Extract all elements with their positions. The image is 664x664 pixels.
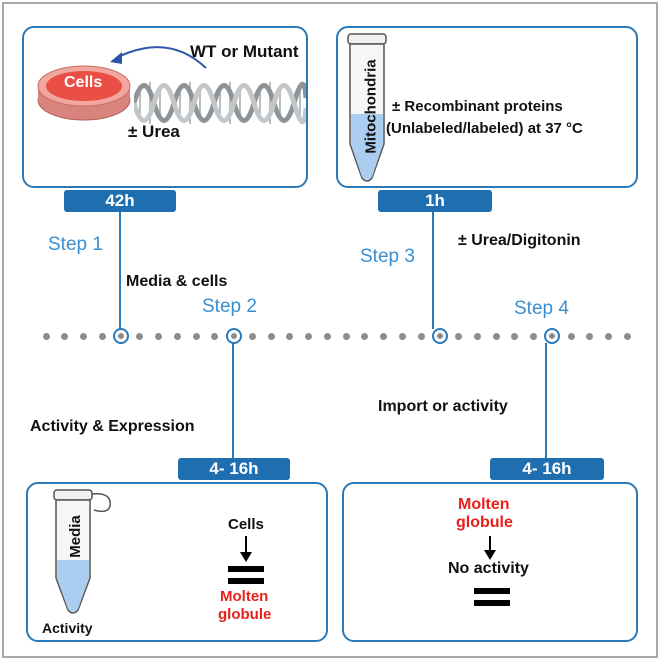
timeline-dot	[417, 332, 425, 340]
timeline-node	[431, 328, 448, 344]
step-2-label: Step 2	[202, 296, 257, 317]
timeline-dot	[173, 332, 181, 340]
timeline-dot	[248, 332, 256, 340]
activity-expression-label: Activity & Expression	[30, 418, 195, 435]
activity-label: Activity	[42, 620, 93, 636]
timeline-dot	[80, 332, 87, 340]
petri-dish-icon	[37, 65, 131, 121]
import-activity-label: Import or activity	[378, 398, 508, 415]
duration-tab-import: 4- 16h	[490, 458, 604, 480]
dish-label: Cells	[64, 74, 103, 91]
timeline-node	[225, 328, 242, 344]
timeline-dot	[511, 332, 519, 340]
media-box: Media Activity Cells Molten globule	[26, 482, 328, 642]
connector-step4	[545, 343, 547, 458]
timeline-dot	[530, 332, 537, 340]
timeline-dot	[492, 332, 500, 340]
molten-label: Molten	[220, 588, 269, 605]
connector-step2	[232, 343, 234, 458]
equals-sign-icon-import	[474, 588, 510, 594]
no-activity-label: No activity	[448, 560, 529, 577]
timeline-dot	[455, 332, 462, 340]
timeline-dot	[155, 332, 162, 340]
step-4-label: Step 4	[514, 298, 569, 319]
cells-box: Cells WT or Mutant ± Urea	[22, 26, 308, 188]
timeline-node	[544, 328, 561, 344]
timeline-dot	[623, 332, 631, 340]
dna-label: WT or Mutant	[190, 42, 299, 61]
urea-digitonin-label: ± Urea/Digitonin	[458, 232, 581, 249]
mitochondria-tube-icon	[347, 33, 387, 182]
connector-step3	[432, 212, 434, 329]
import-box: Molten globule No activity	[342, 482, 638, 642]
timeline-dot	[398, 332, 406, 340]
step-3-label: Step 3	[360, 246, 415, 267]
timeline-dot	[380, 332, 387, 340]
duration-tab-media: 4- 16h	[178, 458, 290, 480]
urea-label: ± Urea	[128, 122, 180, 141]
timeline-dot	[267, 332, 275, 340]
dna-helix-icon	[134, 81, 306, 125]
timeline-dot	[586, 332, 594, 340]
timeline-dot	[211, 332, 219, 340]
duration-tab-1h: 1h	[378, 190, 492, 212]
timeline-node	[113, 328, 129, 344]
media-cells-label: Media & cells	[126, 273, 228, 290]
equals-sign-lower	[228, 578, 264, 584]
step-1-label: Step 1	[48, 234, 103, 255]
timeline-dot	[323, 332, 331, 340]
equals-sign-lower-import	[474, 600, 510, 606]
timeline-dot	[605, 332, 612, 340]
timeline-dot	[98, 332, 106, 340]
molten-label-import: Molten	[458, 496, 510, 513]
timeline-dot	[42, 332, 50, 340]
timeline-dot	[473, 332, 481, 340]
figure-frame	[2, 2, 658, 658]
timeline-dot	[567, 332, 575, 340]
tube-label-media: Media	[66, 515, 84, 558]
media-tube-icon	[53, 489, 111, 614]
timeline-dot	[61, 332, 69, 340]
timeline-dot	[342, 332, 350, 340]
down-arrow-icon-import	[484, 536, 496, 560]
timeline-dot	[305, 332, 312, 340]
labeled-label: (Unlabeled/labeled) at 37 °C	[386, 120, 583, 137]
cells-label: Cells	[228, 516, 264, 533]
tube-label-mitochondria: Mitochondria	[362, 59, 380, 154]
globule-label: globule	[218, 606, 272, 623]
duration-tab-42h: 42h	[64, 190, 176, 212]
mitochondria-box: Mitochondria ± Recombinant proteins (Unl…	[336, 26, 638, 188]
globule-label-import: globule	[456, 514, 513, 531]
connector-step1	[119, 212, 121, 329]
timeline-dot	[361, 332, 369, 340]
timeline-dot	[136, 332, 144, 340]
timeline-dot	[286, 332, 294, 340]
recombinant-label: ± Recombinant proteins	[392, 98, 563, 115]
down-arrow-icon	[240, 536, 252, 562]
timeline-dot	[192, 332, 200, 340]
curved-arrow-icon	[110, 46, 207, 69]
equals-sign-icon	[228, 566, 264, 572]
